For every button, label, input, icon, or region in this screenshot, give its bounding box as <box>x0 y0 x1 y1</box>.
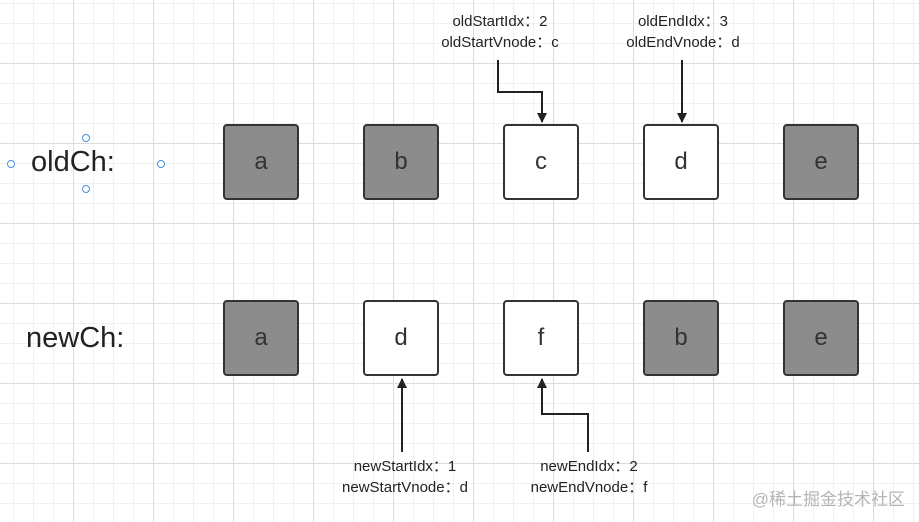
old-start-arrow <box>497 60 547 123</box>
new-children-label: newCh: <box>26 322 125 354</box>
new-start-vnode-text: newStartVnode：d <box>342 479 468 496</box>
old-start-vnode-text: oldStartVnode：c <box>441 34 559 51</box>
new-end-vnode-text: newEndVnode：f <box>530 479 648 496</box>
new-node-d: d <box>363 300 439 376</box>
selection-handle-bottom[interactable] <box>82 185 90 193</box>
old-node-d: d <box>643 124 719 200</box>
old-node-c: c <box>503 124 579 200</box>
watermark: @稀土掘金技术社区 <box>751 490 905 509</box>
old-node-b: b <box>363 124 439 200</box>
new-end-annotation: newEndIdx：2 newEndVnode：f <box>507 456 671 498</box>
selection-handle-left[interactable] <box>7 160 15 168</box>
new-start-idx-text: newStartIdx：1 <box>353 458 457 475</box>
selection-handle-right[interactable] <box>157 160 165 168</box>
old-start-idx-text: oldStartIdx：2 <box>452 13 548 30</box>
new-node-b: b <box>643 300 719 376</box>
new-end-arrow <box>537 378 589 452</box>
selection-handle-top[interactable] <box>82 134 90 142</box>
new-start-annotation: newStartIdx：1 newStartVnode：d <box>323 456 487 498</box>
old-children-label: oldCh: <box>31 146 115 178</box>
old-end-annotation: oldEndIdx：3 oldEndVnode：d <box>603 11 763 53</box>
old-node-a: a <box>223 124 299 200</box>
new-node-e: e <box>783 300 859 376</box>
old-end-idx-text: oldEndIdx：3 <box>637 13 729 30</box>
old-end-vnode-text: oldEndVnode：d <box>626 34 740 51</box>
new-node-a: a <box>223 300 299 376</box>
old-node-e: e <box>783 124 859 200</box>
old-start-annotation: oldStartIdx：2 oldStartVnode：c <box>418 11 582 53</box>
new-node-f: f <box>503 300 579 376</box>
new-end-idx-text: newEndIdx：2 <box>540 458 638 475</box>
